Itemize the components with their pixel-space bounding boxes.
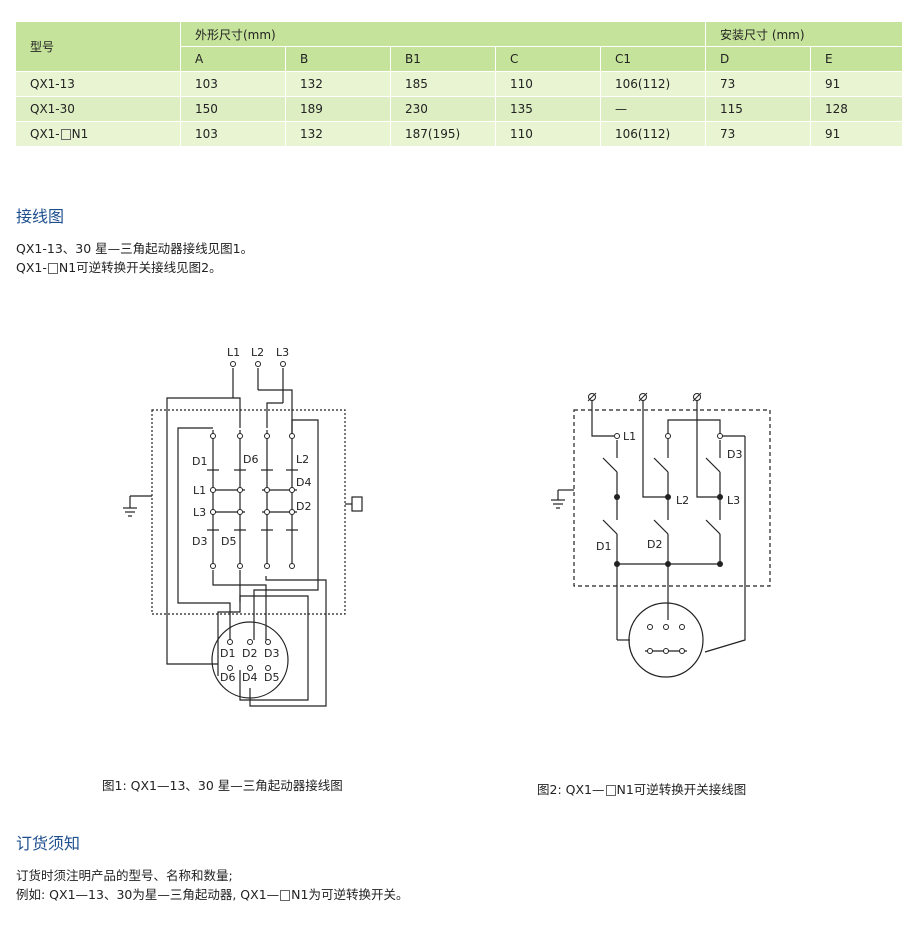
fig1-label-l1-inner: L1 — [193, 484, 206, 497]
order-line-2-prefix: 例如: QX1—13、30为星—三角起动器, QX1— — [16, 887, 280, 902]
table-cell: 103 — [181, 72, 286, 97]
table-cell: 106(112) — [601, 122, 706, 147]
fig1-label-l2: L2 — [251, 346, 264, 359]
row-model: QX1-30 — [16, 97, 181, 122]
fig1-label-d3: D3 — [192, 535, 207, 548]
table-cell: 135 — [496, 97, 601, 122]
table-cell: 132 — [286, 122, 391, 147]
table-cell: 150 — [181, 97, 286, 122]
fig1-label-d1: D1 — [192, 455, 207, 468]
motor-label-d2: D2 — [242, 647, 257, 660]
figure-1-caption: 图1: QX1—13、30 星—三角起动器接线图 — [102, 778, 343, 793]
table-cell: 187(195) — [391, 122, 496, 147]
wiring-line-2: QX1- N1可逆转换开关接线见图2。 — [16, 258, 253, 277]
fig1-label-d5: D5 — [221, 535, 236, 548]
table-cell: 185 — [391, 72, 496, 97]
col-header-e: E — [811, 47, 903, 72]
table-row: QX1-N1 103 132 187(195) 110 106(112) 73 … — [16, 122, 903, 147]
model-header: 型号 — [16, 22, 181, 72]
col-header-d: D — [706, 47, 811, 72]
motor-label-d1: D1 — [220, 647, 235, 660]
fig1-label-l3-inner: L3 — [193, 506, 206, 519]
table-cell: 106(112) — [601, 72, 706, 97]
table-cell: 230 — [391, 97, 496, 122]
order-line-2: 例如: QX1—13、30为星—三角起动器, QX1— N1为可逆转换开关。 — [16, 885, 408, 904]
blank-square-icon — [47, 263, 58, 274]
col-header-b: B — [286, 47, 391, 72]
wiring-description: QX1-13、30 星—三角起动器接线见图1。 QX1- N1可逆转换开关接线见图… — [16, 239, 253, 277]
table-cell: 91 — [811, 72, 903, 97]
dimension-header: 外形尺寸(mm) — [181, 22, 706, 47]
figure-2-reversing-switch-wiring-diagram: L1 L2 L3 D3 D1 D2 — [551, 392, 771, 678]
table-cell: 73 — [706, 122, 811, 147]
motor-label-d5: D5 — [264, 671, 279, 684]
row-model: QX1- N1 — [16, 122, 181, 147]
wiring-line-2-suffix: N1可逆转换开关接线见图2。 — [58, 260, 222, 275]
table-cell: 115 — [706, 97, 811, 122]
table-cell: 110 — [496, 72, 601, 97]
row-model: QX1-13 — [16, 72, 181, 97]
table-row: QX1-30 150 189 230 135 — 115 128 — [16, 97, 903, 122]
col-header-c1: C1 — [601, 47, 706, 72]
fig1-label-l3: L3 — [276, 346, 289, 359]
figure-2-caption-prefix: 图2: QX1— — [537, 782, 605, 797]
order-description: 订货时须注明产品的型号、名称和数量; 例如: QX1—13、30为星—三角起动器… — [16, 866, 408, 904]
install-header: 安装尺寸 (mm) — [706, 22, 903, 47]
motor-label-d3: D3 — [264, 647, 279, 660]
order-section-title: 订货须知 — [16, 834, 81, 853]
motor-label-d6: D6 — [220, 671, 235, 684]
table-cell: 91 — [811, 122, 903, 147]
wiring-section-title: 接线图 — [16, 207, 65, 226]
table-cell: 128 — [811, 97, 903, 122]
motor-label-d4: D4 — [242, 671, 257, 684]
figure-1-star-delta-wiring-diagram: L1 L2 L3 D1 D6 L2 L1 D4 L3 D2 D3 D5 D1 D… — [123, 346, 363, 707]
table-cell: 132 — [286, 72, 391, 97]
table-cell: — — [601, 97, 706, 122]
table-cell: 73 — [706, 72, 811, 97]
order-line-1: 订货时须注明产品的型号、名称和数量; — [16, 868, 233, 883]
order-line-2-suffix: N1为可逆转换开关。 — [291, 887, 409, 902]
table-row: QX1-13 103 132 185 110 106(112) 73 91 — [16, 72, 903, 97]
fig1-label-l1: L1 — [227, 346, 240, 359]
fig2-label-l1: L1 — [623, 430, 636, 443]
col-header-a: A — [181, 47, 286, 72]
table-cell: 103 — [181, 122, 286, 147]
blank-square-icon — [60, 129, 71, 140]
wiring-line-1: QX1-13、30 星—三角起动器接线见图1。 — [16, 241, 254, 256]
fig1-label-d4: D4 — [296, 476, 311, 489]
col-header-b1: B1 — [391, 47, 496, 72]
fig1-label-l2-inner: L2 — [296, 453, 309, 466]
col-header-c: C — [496, 47, 601, 72]
figure-2-caption: 图2: QX1— N1可逆转换开关接线图 — [537, 779, 746, 798]
wiring-line-2-prefix: QX1- — [16, 260, 47, 275]
spec-table: 型号 外形尺寸(mm) 安装尺寸 (mm) A B B1 C C1 D E QX… — [16, 22, 903, 147]
fig2-label-d3: D3 — [727, 448, 742, 461]
fig2-label-d2: D2 — [647, 538, 662, 551]
blank-square-icon — [280, 890, 291, 901]
table-cell: 189 — [286, 97, 391, 122]
blank-square-icon — [605, 785, 616, 796]
fig2-label-l2: L2 — [676, 494, 689, 507]
model-prefix: QX1- — [30, 127, 60, 141]
figure-2-caption-suffix: N1可逆转换开关接线图 — [616, 782, 747, 797]
fig2-label-l3: L3 — [727, 494, 740, 507]
fig2-label-d1: D1 — [596, 540, 611, 553]
model-suffix: N1 — [71, 127, 89, 141]
fig1-label-d2: D2 — [296, 500, 311, 513]
fig1-label-d6: D6 — [243, 453, 258, 466]
table-cell: 110 — [496, 122, 601, 147]
